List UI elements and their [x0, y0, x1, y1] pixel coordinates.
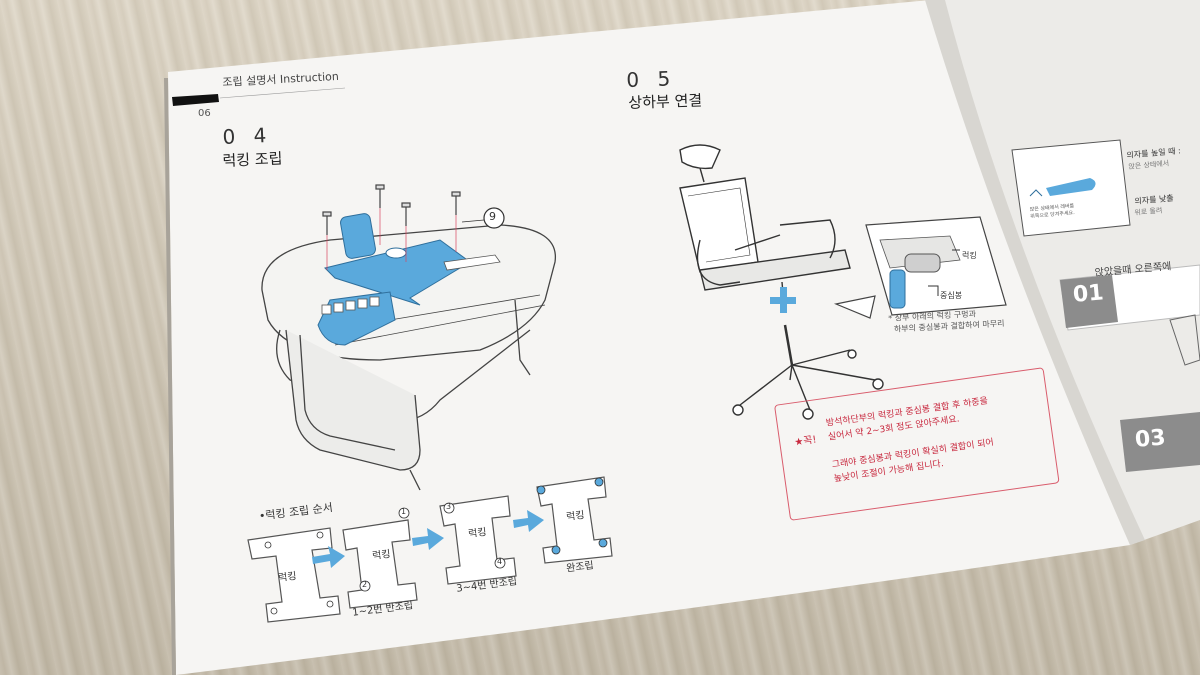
left-page [168, 0, 1130, 675]
header-bar [172, 94, 219, 106]
warning-text: 방석하단부의 럭킹과 중심봉 결합 후 하중을 실어서 약 2~3회 정도 앉아… [825, 396, 995, 485]
zoom-inset-detail [833, 216, 1007, 319]
sequence-arrows [312, 510, 544, 568]
page-number: 06 [198, 108, 211, 119]
badge-3: 3 [446, 502, 452, 511]
plate-step-2 [342, 519, 418, 609]
warning-star: ★꼭! [793, 434, 818, 449]
screw-markers [264, 477, 608, 615]
spine-shadow [925, 0, 1145, 545]
page-edge [164, 77, 176, 675]
arrow-icon [412, 528, 444, 550]
step-05-title: 상하부 연결 [628, 91, 703, 112]
office-chair-illustration [679, 144, 884, 420]
callout-circle [483, 207, 505, 229]
right-page-diagrams [1011, 139, 1200, 472]
badge-4: 4 [497, 557, 503, 566]
inset-label-center: 중심봉 [940, 291, 963, 300]
plus-connect-icon [770, 287, 796, 313]
step-05-number: 0 5 [626, 66, 677, 92]
plate-label: 럭킹 [467, 526, 488, 541]
plate-step-1 [247, 527, 341, 623]
badge-1: 1 [401, 507, 407, 516]
arrow-icon [513, 510, 544, 532]
plate-label: 럭킹 [277, 570, 298, 585]
badge-2: 2 [362, 580, 368, 589]
screw-icons [322, 184, 461, 270]
right-page [930, 0, 1200, 545]
step-04-title: 럭킹 조립 [222, 149, 283, 170]
callout-number: 9 [489, 210, 496, 223]
right-page-step-01: 01 [1072, 280, 1105, 308]
arrow-icon [312, 546, 345, 568]
plate-label: 럭킹 [371, 548, 392, 563]
plate-label: 럭킹 [565, 509, 586, 524]
inset-label-rocking: 럭킹 [962, 251, 977, 260]
step-04-number: 0 4 [222, 122, 273, 149]
rocking-mechanism [317, 213, 501, 346]
right-page-step-03: 03 [1134, 425, 1167, 453]
plate-step-4 [536, 476, 613, 564]
